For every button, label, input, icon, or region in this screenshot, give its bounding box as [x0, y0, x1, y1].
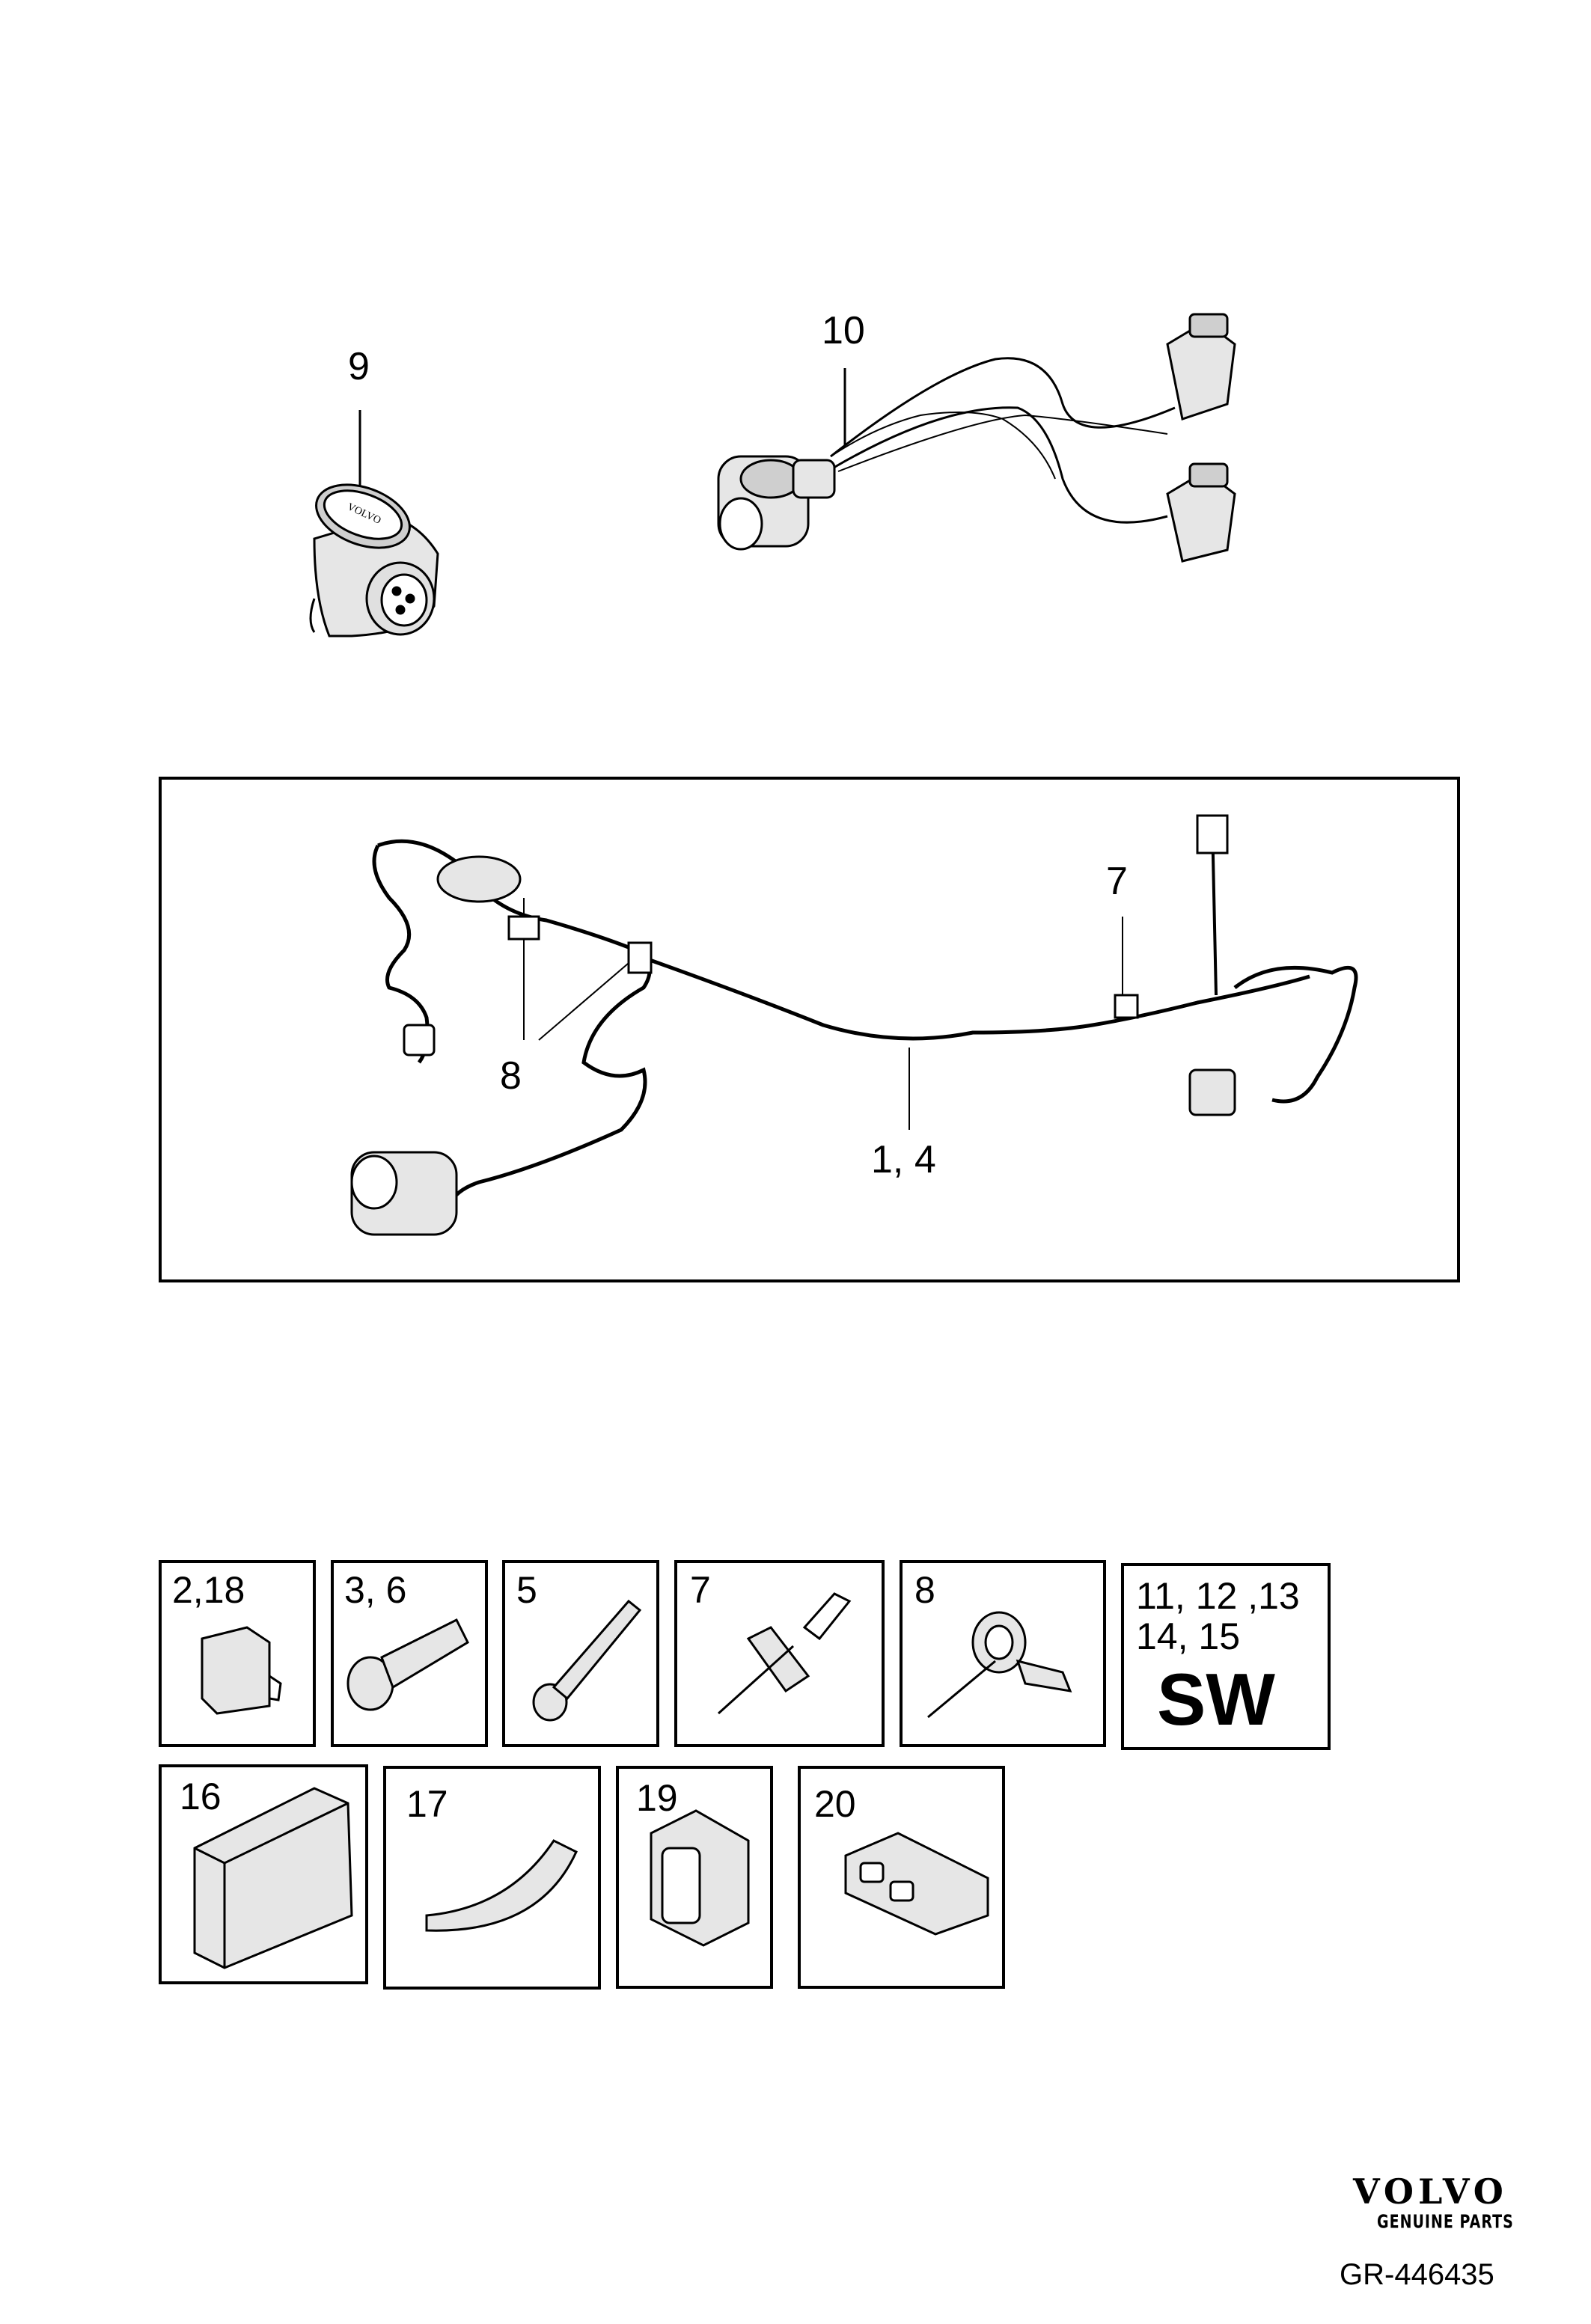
thumbnail-label-2-18: 2,18	[172, 1569, 245, 1611]
thumbnail-label-11-15-line1: 11, 12 ,13	[1136, 1575, 1300, 1617]
thumbnail-label-3-6: 3, 6	[344, 1569, 407, 1611]
thumbnail-label-8: 8	[914, 1569, 935, 1611]
thumbnail-label-7: 7	[690, 1569, 711, 1611]
volvo-logo: VOLVO	[1353, 2171, 1508, 2212]
thumbnail-frames	[159, 1560, 1331, 1990]
thumbnail-label-16: 16	[180, 1776, 222, 1817]
harness-frame	[159, 777, 1460, 1282]
callout-part-8: 8	[500, 1054, 522, 1098]
callout-part-1-4: 1, 4	[871, 1138, 936, 1181]
callout-part-10: 10	[822, 309, 865, 352]
reference-number: GR-446435	[1340, 2258, 1494, 2291]
thumbnail-label-20: 20	[814, 1783, 856, 1825]
thumbnail-label-11-15-line2: 14, 15	[1136, 1615, 1241, 1657]
main-harness-part-1-4	[372, 822, 1358, 1206]
adapter-cable-part-10	[717, 313, 1236, 563]
thumbnail-label-17: 17	[406, 1783, 448, 1825]
genuine-parts-text: GENUINE PARTS	[1377, 2211, 1514, 2233]
software-badge: SW	[1157, 1658, 1275, 1740]
thumbnail-label-5: 5	[516, 1569, 537, 1611]
callout-part-7: 7	[1106, 860, 1128, 903]
callout-part-9: 9	[348, 345, 370, 388]
thumbnail-label-19: 19	[636, 1777, 678, 1819]
socket-part-9: VOLVO	[309, 410, 439, 637]
